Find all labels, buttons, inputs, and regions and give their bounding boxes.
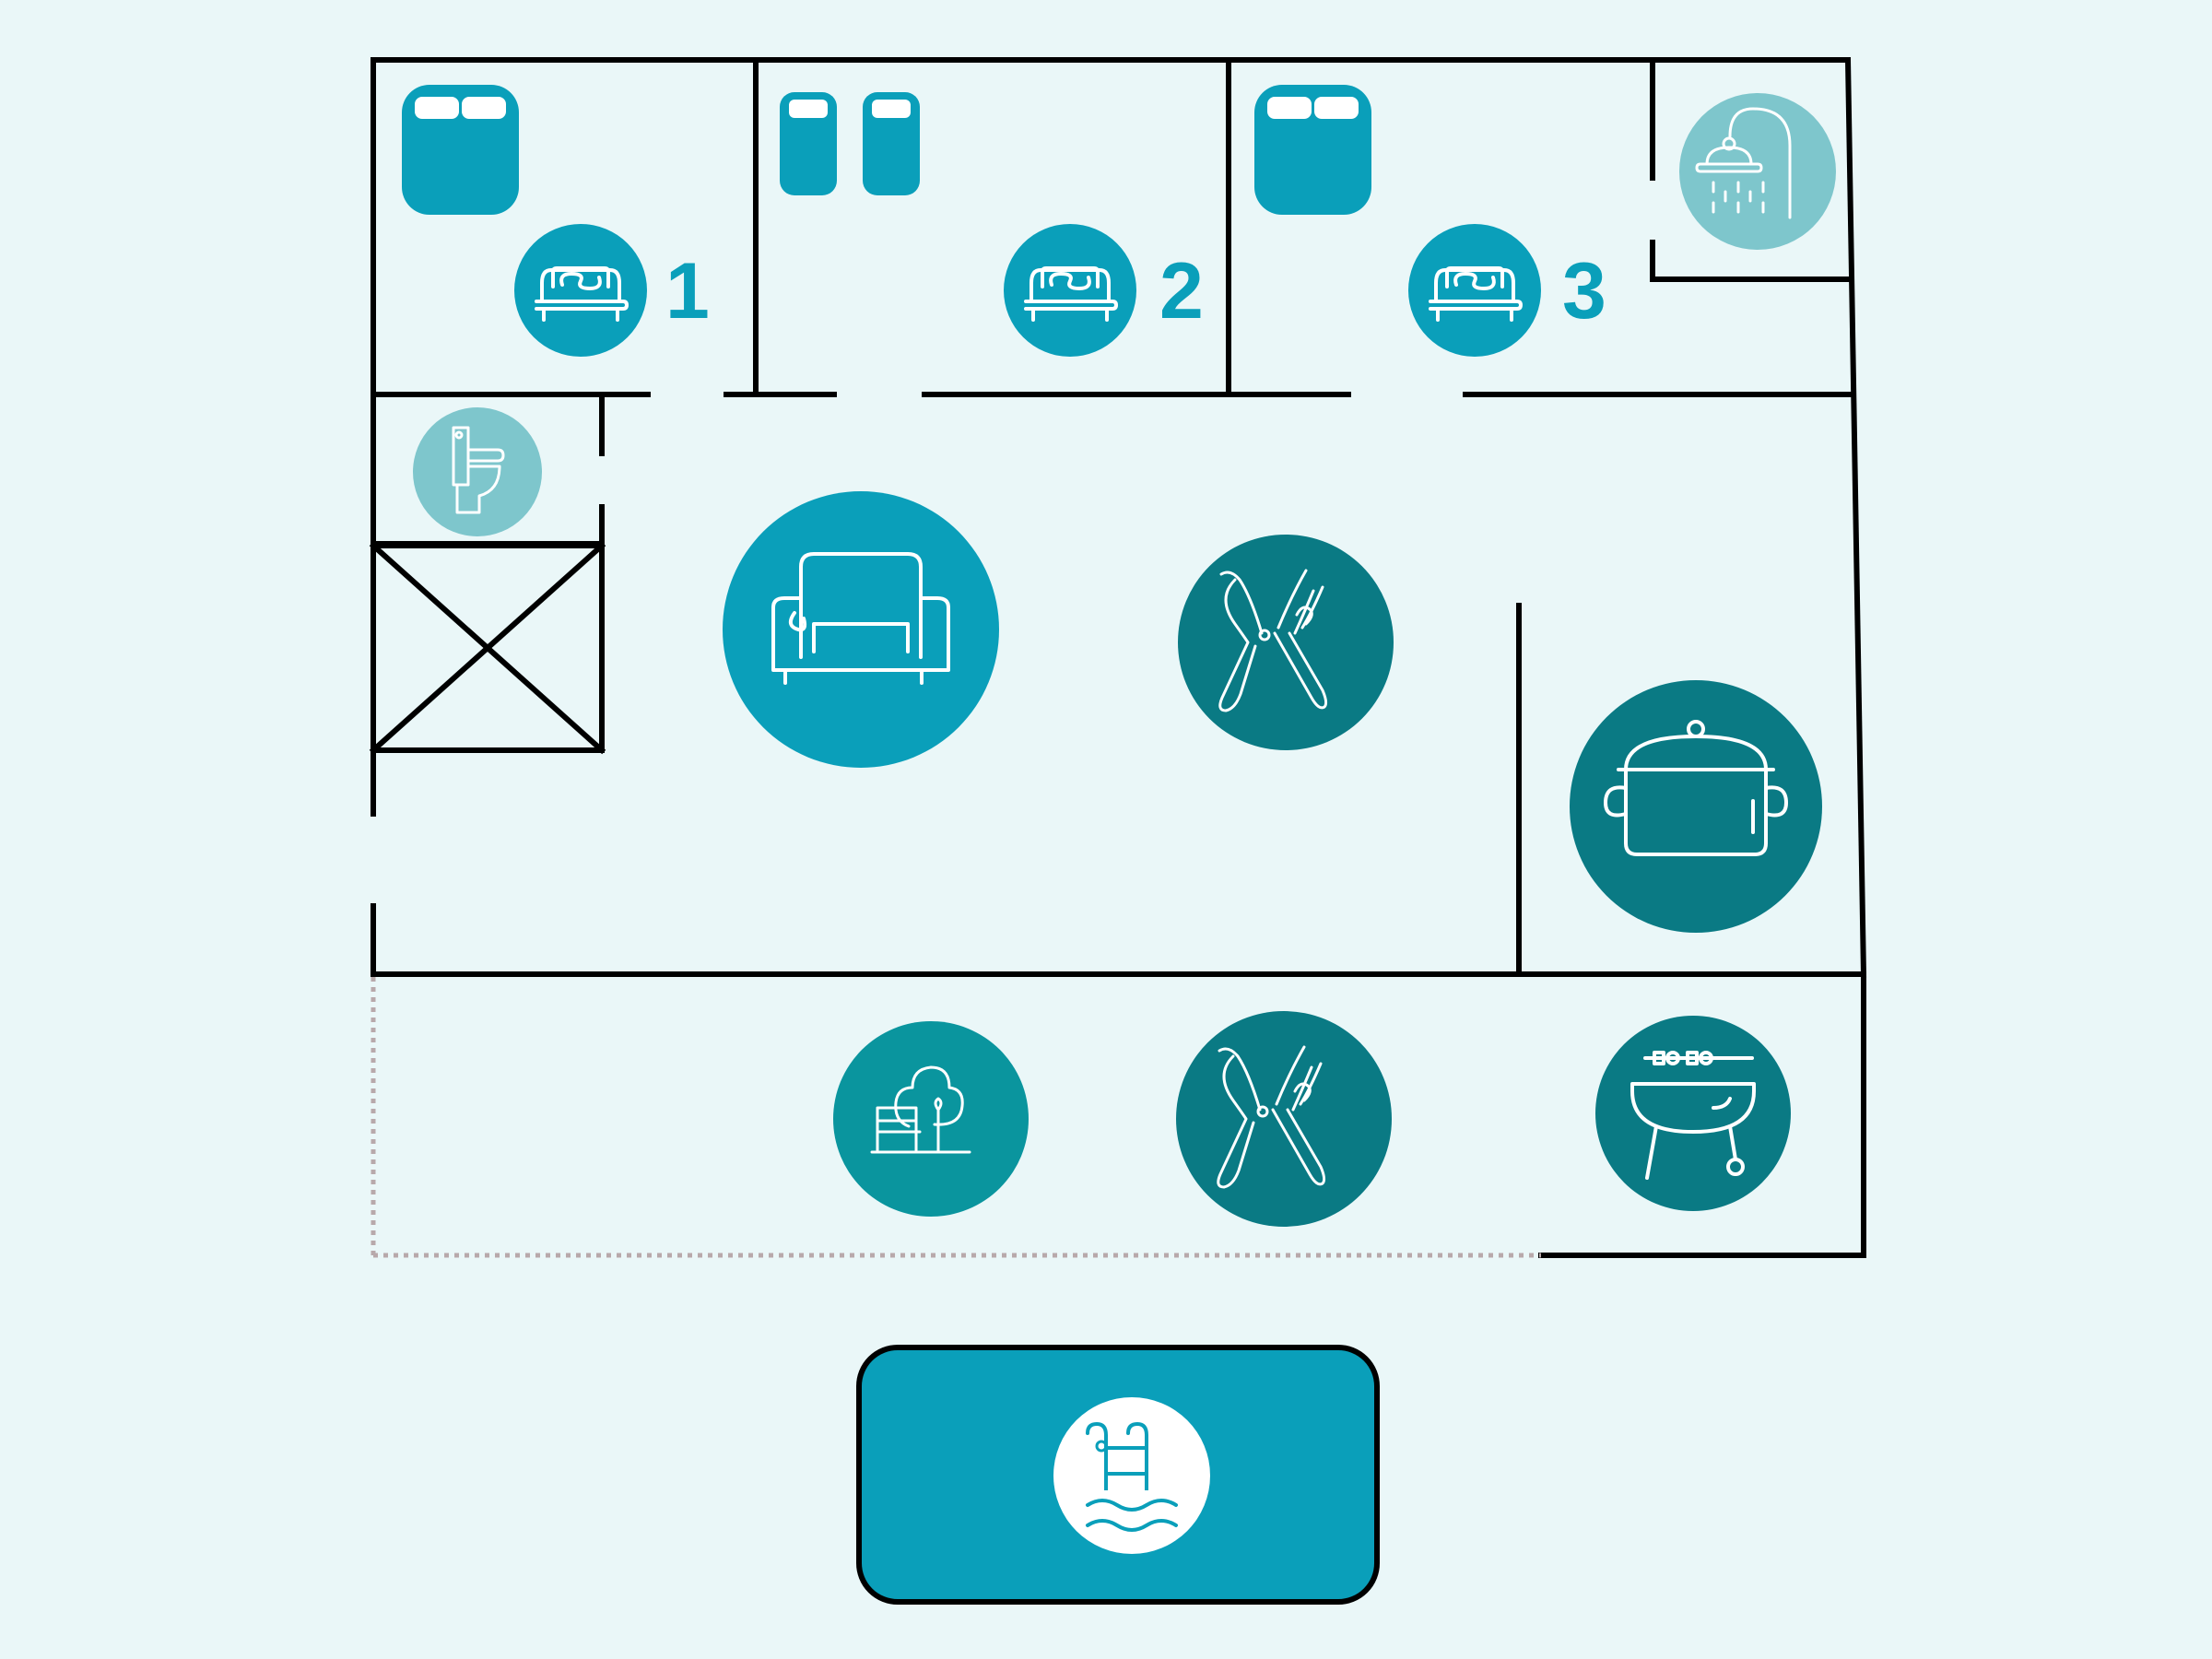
cutlery-icon: [1178, 535, 1394, 750]
walls: [369, 56, 1867, 1258]
stairwell-box: [371, 543, 605, 753]
bedroom-3[interactable]: 3: [1254, 85, 1606, 357]
bed-icon: [1004, 224, 1136, 357]
double-bed-shape: [402, 85, 519, 215]
toilet-icon: [413, 407, 542, 536]
stairwell-cross-b: [369, 541, 606, 755]
outdoor-dining[interactable]: [1176, 1011, 1392, 1227]
armchair-icon: [723, 491, 999, 768]
park-bench-tree-icon: [833, 1021, 1029, 1217]
double-bed-shape: [1254, 85, 1371, 215]
bedroom-1[interactable]: 1: [402, 85, 710, 357]
shower-icon: [1679, 93, 1836, 250]
shower-room[interactable]: [1679, 93, 1836, 250]
wall-right-upper: [1844, 56, 1867, 979]
pool-ladder-icon: [1053, 1397, 1210, 1554]
cooking-pot-icon: [1570, 680, 1822, 933]
pool[interactable]: [856, 1345, 1380, 1605]
barbecue[interactable]: [1595, 1016, 1791, 1211]
bedroom-2[interactable]: 2: [780, 92, 1204, 357]
toilet-room[interactable]: [413, 407, 542, 536]
room-number-3: 3: [1562, 247, 1606, 335]
room-number-1: 1: [665, 247, 710, 335]
room-number-2: 2: [1159, 247, 1204, 335]
grill-icon: [1595, 1016, 1791, 1211]
dining-room[interactable]: [1178, 535, 1394, 750]
living-room[interactable]: [723, 491, 999, 768]
cutlery-icon: [1176, 1011, 1392, 1227]
stairwell: [369, 541, 606, 755]
twin-beds-shape: [780, 92, 920, 195]
bed-icon: [1408, 224, 1541, 357]
kitchen[interactable]: [1570, 680, 1822, 933]
garden[interactable]: [833, 1021, 1029, 1217]
bed-icon: [514, 224, 647, 357]
